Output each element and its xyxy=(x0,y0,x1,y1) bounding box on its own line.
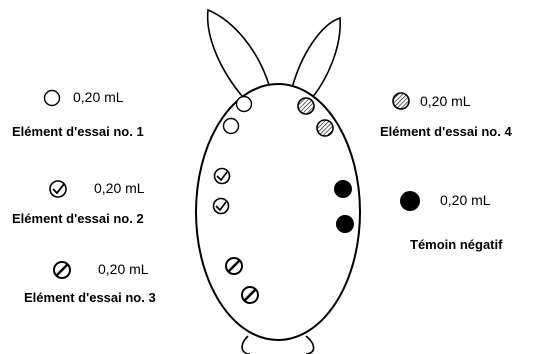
injection-site-sample-1 xyxy=(237,97,252,112)
negative-control-label: Témoin négatif xyxy=(410,237,502,252)
right-ear-shape xyxy=(292,18,340,98)
sample-3-label: Elément d'essai no. 3 xyxy=(24,290,156,305)
injection-site-sample-4 xyxy=(298,98,314,114)
negative-control-volume: 0,20 mL xyxy=(440,192,491,208)
filled-circle-icon xyxy=(400,191,420,211)
sample-1-volume: 0,20 mL xyxy=(73,89,124,105)
sample-3-volume: 0,20 mL xyxy=(98,261,149,277)
hatched-circle-icon xyxy=(393,93,409,109)
slash-circle-icon xyxy=(54,262,70,278)
sample-1-label: Elément d'essai no. 1 xyxy=(12,124,144,139)
open-circle-icon xyxy=(45,91,60,106)
injection-site-sample-3 xyxy=(242,287,258,303)
injection-site-negative-control xyxy=(336,215,354,233)
sample-2-label: Elément d'essai no. 2 xyxy=(12,211,144,226)
sample-4-volume: 0,20 mL xyxy=(420,93,471,109)
sample-4-label: Elément d'essai no. 4 xyxy=(380,124,512,139)
injection-site-negative-control xyxy=(334,180,352,198)
injection-site-sample-2 xyxy=(215,169,230,184)
check-circle-icon xyxy=(50,181,66,197)
injection-site-sample-1 xyxy=(224,119,239,134)
left-ear-shape xyxy=(208,10,270,96)
injection-site-sample-4 xyxy=(317,120,333,136)
injection-site-sample-3 xyxy=(226,258,242,274)
injection-site-sample-2 xyxy=(214,199,229,214)
sample-2-volume: 0,20 mL xyxy=(94,180,145,196)
